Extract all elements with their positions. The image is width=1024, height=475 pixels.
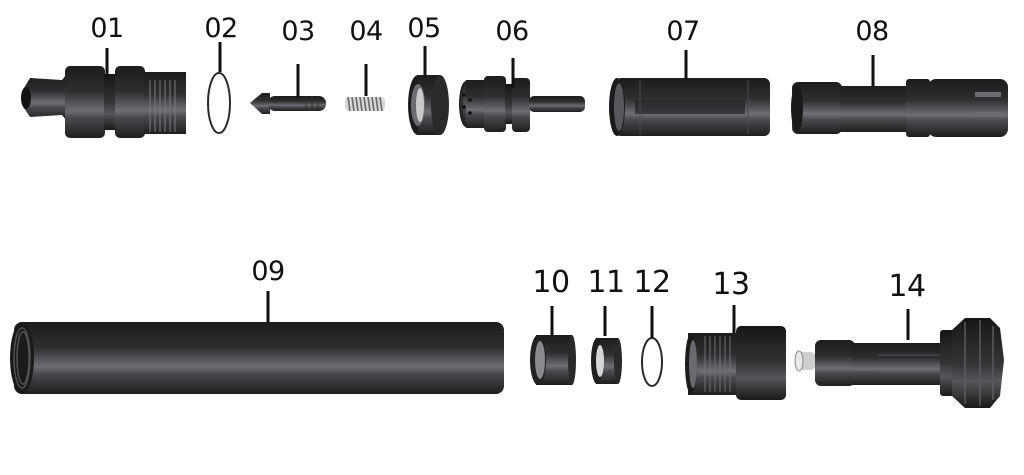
leader-line xyxy=(650,306,654,338)
part-07-cylinder xyxy=(609,78,770,136)
part-02-o-ring xyxy=(207,72,231,134)
part-number: 08 xyxy=(855,16,889,47)
part-09-outer-casing xyxy=(10,322,504,394)
part-11-retaining-ring xyxy=(591,338,622,384)
part-number: 03 xyxy=(281,16,315,47)
leader-line xyxy=(105,48,109,78)
leader-line xyxy=(364,64,368,96)
part-03-feed-tube xyxy=(250,93,326,114)
part-number: 11 xyxy=(587,265,625,300)
leader-line xyxy=(511,58,515,88)
part-14-drill-bit xyxy=(794,318,1004,408)
part-number: 13 xyxy=(712,267,750,302)
part-number: 10 xyxy=(532,265,570,300)
part-number: 04 xyxy=(349,16,383,47)
leader-line xyxy=(266,291,270,322)
part-04-spring xyxy=(345,96,385,112)
leader-line xyxy=(550,306,554,336)
part-number: 14 xyxy=(888,269,926,304)
leader-line xyxy=(603,306,607,336)
part-number: 12 xyxy=(633,265,671,300)
part-12-o-ring xyxy=(641,337,663,387)
leader-line xyxy=(218,42,222,72)
part-number: 09 xyxy=(251,256,285,287)
part-01-top-sub xyxy=(21,66,186,138)
leader-line xyxy=(684,50,688,80)
part-number: 06 xyxy=(495,16,529,47)
part-number: 01 xyxy=(90,13,124,44)
part-10-bushing xyxy=(530,335,576,385)
part-number: 02 xyxy=(204,13,238,44)
leader-line xyxy=(296,64,300,98)
leader-line xyxy=(906,309,910,340)
part-13-chuck xyxy=(685,326,786,400)
part-05-ring xyxy=(408,75,449,135)
part-number: 05 xyxy=(407,13,441,44)
part-06-valve xyxy=(459,76,585,132)
part-number: 07 xyxy=(666,16,700,47)
leader-line xyxy=(732,305,736,333)
leader-line xyxy=(871,55,875,86)
leader-line xyxy=(423,46,427,78)
part-08-piston xyxy=(791,79,1008,137)
